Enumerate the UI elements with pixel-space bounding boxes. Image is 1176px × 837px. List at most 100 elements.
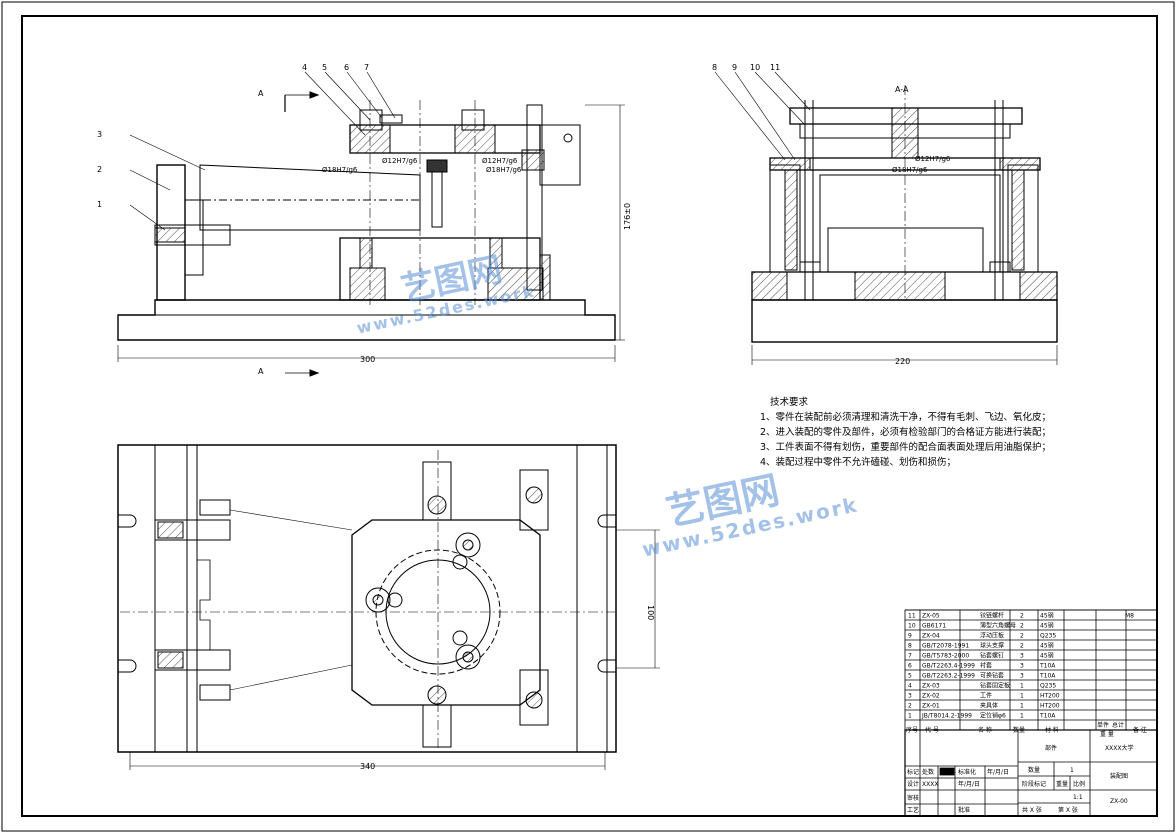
tb-drawing-name: 装配图 (1110, 772, 1128, 780)
tb-design: 设计 (907, 780, 919, 788)
fit-label-b: Ø12H7/g6 (382, 157, 418, 165)
technical-requirements: 技术要求 1、零件在装配前必须清理和清洗干净，不得有毛刺、飞边、氧化皮； 2、进… (760, 395, 1176, 470)
bom-row-code: GB/T5783-2000 (922, 653, 969, 660)
bom-header-weight: 重 量 (1100, 730, 1114, 738)
tb-scale-value: 1:1 (1073, 794, 1083, 801)
bom-row-no: 7 (908, 653, 912, 660)
bom-row-code: ZX-01 (922, 703, 940, 710)
side-view (714, 71, 1058, 365)
dim-front-height: 176±0 (623, 203, 632, 230)
bom-row-material: HT200 (1040, 703, 1060, 710)
bom-row-material: Q235 (1040, 683, 1056, 690)
top-view (117, 444, 660, 770)
bom-row-code: ZX-02 (922, 693, 940, 700)
tb-designer: XXXX (922, 781, 938, 788)
bom-row-name: 衬套 (980, 662, 992, 670)
bom-row-no: 2 (908, 703, 912, 710)
bom-row-no: 1 (908, 713, 912, 720)
bom-row-qty: 2 (1020, 623, 1024, 630)
bom-row-code: GB/T2263.2-1999 (922, 673, 975, 680)
bom-row-code: JB/T8014.2-1999 (921, 713, 972, 720)
bom-row-material: 45钢 (1040, 612, 1054, 620)
bom-row-qty: 1 (1020, 703, 1024, 710)
bom-table (904, 609, 1158, 731)
bom-row-qty: 2 (1020, 613, 1024, 620)
bom-row-code: GB6171 (922, 623, 946, 630)
bom-row-no: 4 (908, 683, 912, 690)
tb-review: 审核 (907, 794, 919, 802)
bom-row-name: 夹具体 (980, 702, 998, 710)
bom-row-qty: 2 (1020, 633, 1024, 640)
tech-req-title: 技术要求 (770, 397, 809, 408)
front-view (117, 71, 625, 377)
section-title: A-A (895, 85, 909, 94)
bom-row-no: 5 (908, 673, 912, 680)
bom-row-no: 11 (908, 613, 916, 620)
bom-row-name: 钻套固定板 (980, 682, 1010, 690)
bom-row-no: 6 (908, 663, 912, 670)
tb-part: 部件 (1045, 744, 1057, 752)
tech-req-item-2: 2、进入装配的零件及部件，必须有检验部门的合格证方能进行装配； (760, 427, 1052, 438)
dim-front-width: 300 (360, 355, 375, 364)
tb-qty-value: 1 (1070, 767, 1074, 774)
side-view-labels: A-A 8 9 10 11 Ø12H7/g6 Ø18H7/g6 220 (712, 63, 951, 366)
section-mark-bottom: A (258, 367, 264, 376)
bom-row-qty: 3 (1020, 653, 1024, 660)
bom-row-note: M8 (1125, 613, 1134, 620)
bom-row-code: ZX-03 (922, 683, 940, 690)
bom-row-name: 工件 (980, 692, 992, 700)
callout-2: 2 (97, 165, 102, 174)
bom-row-qty: 3 (1020, 663, 1024, 670)
bom-row-qty: 1 (1020, 693, 1024, 700)
callout-3: 3 (97, 130, 102, 139)
title-block-text: 部件 XXXX大学 数量 1 装配图 阶段标记 重量 比例 1:1 ZX-00 … (907, 744, 1133, 814)
tb-weight: 重量 (1056, 780, 1068, 788)
bom-row-qty: 1 (1020, 713, 1024, 720)
callout-8: 8 (712, 63, 717, 72)
fit-label-d: Ø18H7/g6 (486, 166, 522, 174)
dim-side-width: 220 (895, 357, 910, 366)
section-mark-top: A (258, 89, 264, 98)
bom-row-qty: 3 (1020, 673, 1024, 680)
tb-scale: 比例 (1073, 780, 1085, 788)
callout-1: 1 (97, 200, 102, 209)
dim-top-height: 100 (646, 605, 655, 620)
tb-std: 标准化 (958, 768, 976, 776)
tb-sheet-no: 第 X 张 (1058, 806, 1078, 814)
inner-border (21, 15, 1158, 817)
fit-label-a: Ø18H7/g6 (322, 166, 358, 174)
bom-row-material: 45钢 (1040, 622, 1054, 630)
title-block (904, 729, 1158, 817)
bom-row-qty: 2 (1020, 643, 1024, 650)
tb-std-date: 年/月/日 (987, 768, 1009, 776)
fit-label-e: Ø12H7/g6 (915, 155, 951, 163)
bom-row-name: 球头支撑 (980, 642, 1004, 650)
tb-sheet-total: 共 X 张 (1022, 806, 1042, 814)
bom-row-no: 9 (908, 633, 912, 640)
bom-row-name: 铰链螺杆 (980, 612, 1004, 620)
tb-drawing-no: ZX-00 (1110, 798, 1128, 805)
bom-row-qty: 1 (1020, 683, 1024, 690)
callout-5: 5 (322, 63, 327, 72)
bom-header-total: 总计 (1112, 721, 1124, 729)
callout-10: 10 (750, 63, 760, 72)
top-view-labels: 340 100 (360, 605, 655, 771)
callout-4: 4 (302, 63, 307, 72)
bom-row-code: GB/T2078-1991 (922, 643, 969, 650)
bom-row-material: 45钢 (1040, 642, 1054, 650)
front-view-labels: A A 3 2 1 4 5 6 7 Ø18H7/g6 Ø12H7/g6 Ø12H… (97, 63, 632, 376)
tech-req-item-4: 4、装配过程中零件不允许磕碰、划伤和损伤； (760, 457, 957, 468)
tb-qty-label: 数量 (1028, 766, 1040, 774)
tb-process: 工艺 (907, 806, 919, 814)
tech-req-item-1: 1、零件在装配前必须清理和清洗干净，不得有毛刺、飞边、氧化皮； (760, 412, 1052, 423)
bom-row-no: 3 (908, 693, 912, 700)
bom-row-material: HT200 (1040, 693, 1060, 700)
callout-11: 11 (770, 63, 780, 72)
bom-row-material: T10A (1039, 673, 1056, 680)
bom-row-material: 45钢 (1040, 652, 1054, 660)
bom-row-material: T10A (1039, 663, 1056, 670)
fit-label-f: Ø18H7/g6 (892, 166, 928, 174)
